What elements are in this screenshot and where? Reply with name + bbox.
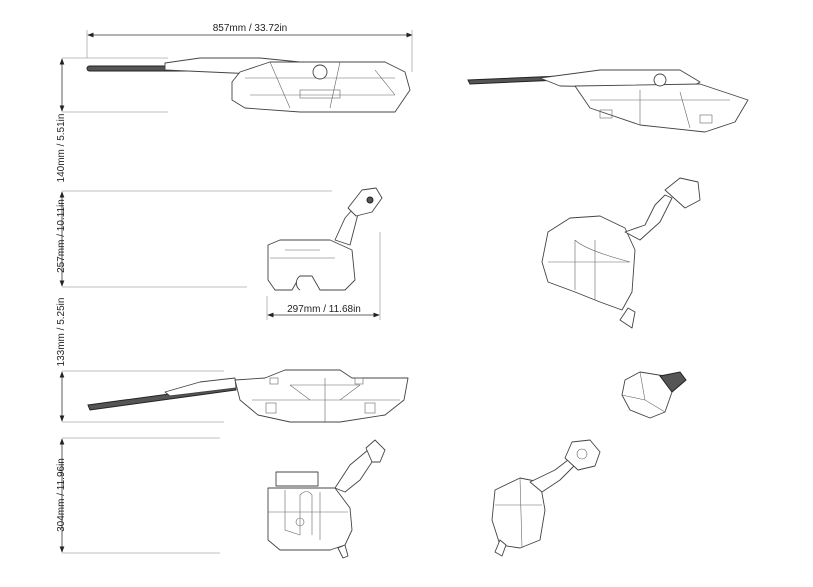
- dimension-height-view2: 257mm / 10.11in: [56, 190, 332, 288]
- tank-top-view: [86, 57, 411, 113]
- tank-iso-view-4: [491, 439, 601, 557]
- overall-length-label: 857mm / 33.72in: [213, 23, 288, 34]
- tank-iso-view-2: [541, 177, 701, 329]
- height-view4-label: 304mm / 11.96in: [56, 458, 67, 532]
- height-view2-label: 257mm / 10.11in: [56, 199, 67, 273]
- tank-rear-view: [267, 439, 386, 559]
- width-view2-label: 297mm / 11.68in: [287, 304, 361, 315]
- dimension-height-view4: 304mm / 11.96in: [56, 437, 220, 554]
- tank-front-view: [87, 369, 409, 423]
- height-view1-label: 140mm / 5.51in: [56, 114, 67, 183]
- height-view3-label: 133mm / 5.25in: [56, 298, 67, 367]
- dimension-height-view3: 133mm / 5.25in: [56, 298, 224, 423]
- dimension-height-view1: 140mm / 5.51in: [56, 57, 168, 183]
- tank-side-view: [267, 187, 383, 291]
- tank-iso-view-1: [467, 69, 749, 133]
- dimension-width-view2: 297mm / 11.68in: [266, 232, 381, 320]
- tank-iso-view-3: [621, 371, 687, 419]
- dimension-overall-length: 857mm / 33.72in: [86, 23, 413, 72]
